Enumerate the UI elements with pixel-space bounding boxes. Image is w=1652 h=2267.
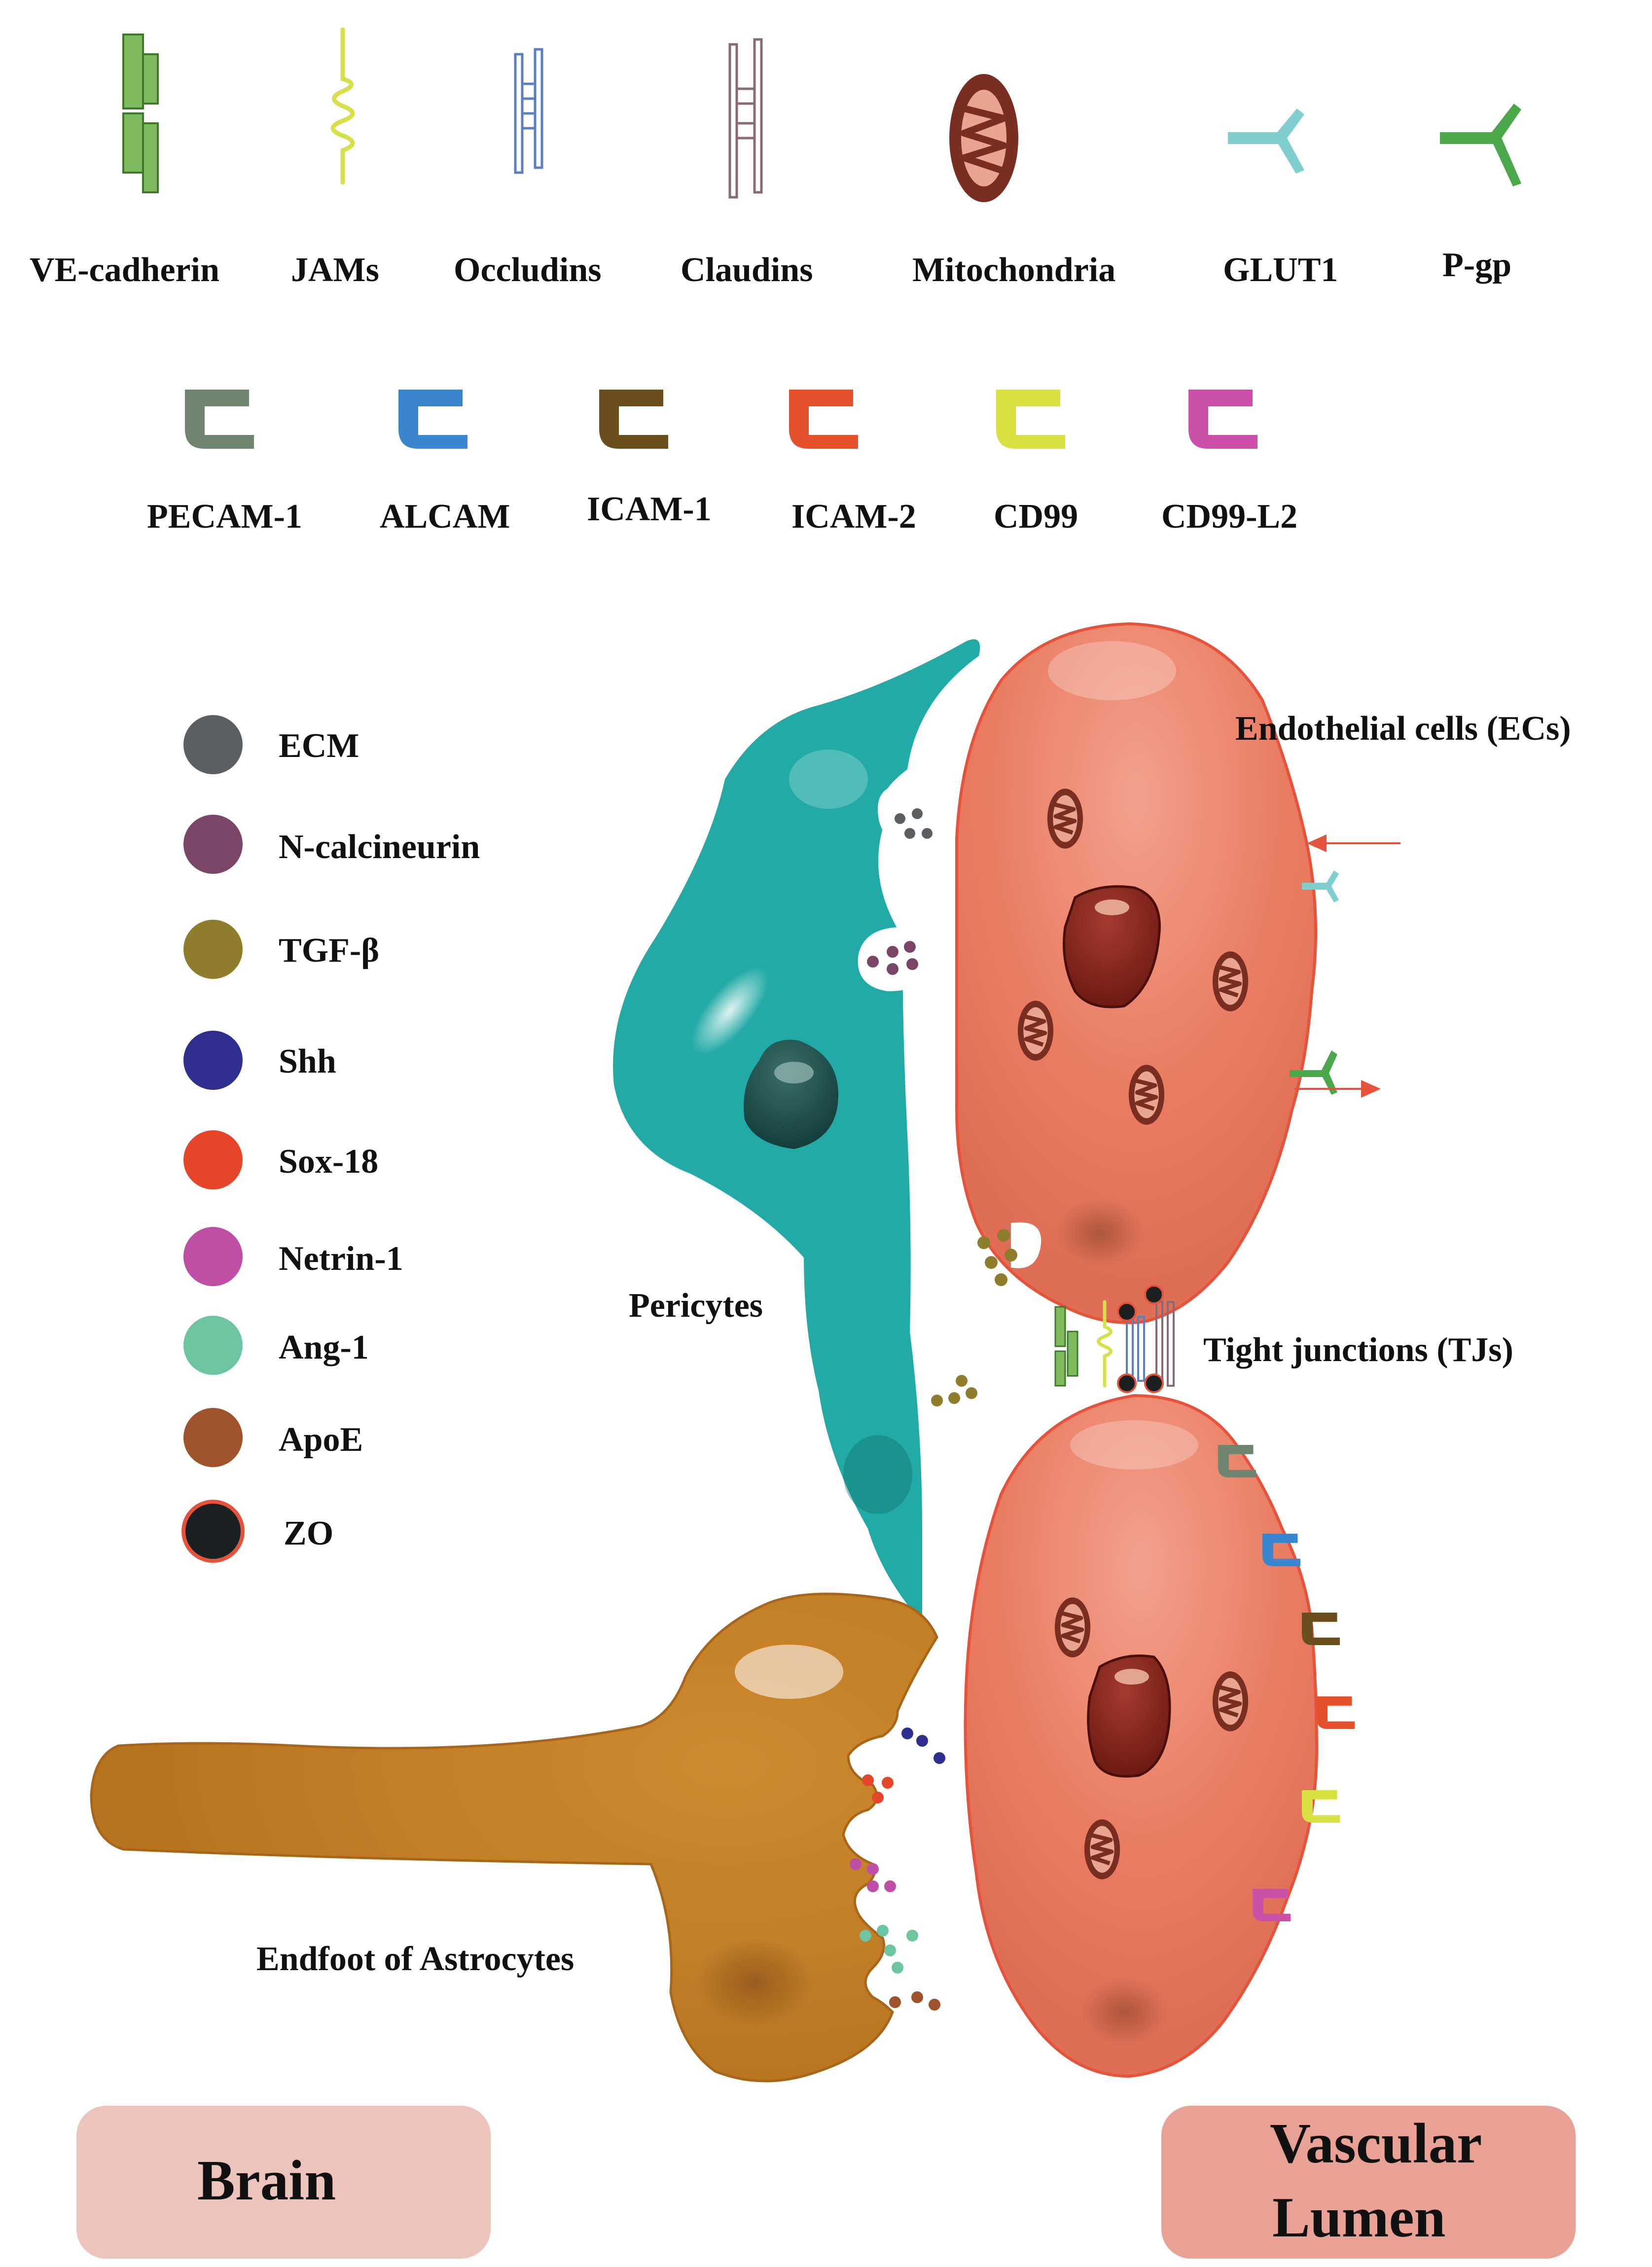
- endothelial-cell-upper: [955, 622, 1401, 1324]
- glut1-transporter: [1302, 870, 1339, 902]
- legend-label: Occludins: [454, 251, 602, 289]
- legend-label: GLUT1: [1223, 251, 1338, 289]
- pericyte-cell: [613, 639, 980, 1622]
- mitochondrion: [1129, 1065, 1164, 1125]
- mitochondrion: [1018, 1001, 1053, 1061]
- ec-nucleus: [1087, 1655, 1171, 1778]
- zo-protein: [1117, 1302, 1137, 1322]
- legend-label: PECAM-1: [147, 498, 302, 536]
- astrocyte-endfoot: [90, 1592, 945, 2083]
- pecam1-icon: [185, 390, 254, 449]
- legend-label: Netrin-1: [279, 1240, 403, 1278]
- cd99-icon: [996, 390, 1065, 449]
- zo-swatch: [181, 1500, 245, 1563]
- mitochondrion: [1084, 1819, 1120, 1879]
- legend-label: Shh: [279, 1043, 336, 1080]
- ec-nucleus: [1063, 885, 1161, 1008]
- pgp-icon: [1440, 104, 1521, 186]
- claudins-icon: [728, 38, 763, 199]
- legend-label: Claudins: [681, 251, 813, 289]
- occludins-icon: [514, 48, 543, 174]
- pericyte-nucleus: [744, 1040, 838, 1149]
- legend-label: ZO: [284, 1514, 333, 1552]
- cd99l2-icon: [1188, 390, 1257, 449]
- astrocytes-label: Endfoot of Astrocytes: [256, 1940, 574, 1978]
- mitochondria-icon: [949, 74, 1018, 202]
- legend-label: CD99-L2: [1161, 498, 1297, 536]
- glut1-icon: [1228, 108, 1304, 174]
- legend-label: VE-cadherin: [30, 251, 219, 289]
- legend-label: P-gp: [1442, 246, 1511, 284]
- icam2-icon: [789, 390, 858, 449]
- zo-protein: [1117, 1373, 1137, 1393]
- pgp-transporter: [1290, 1050, 1337, 1095]
- icon-legend-row1: [122, 27, 1521, 202]
- legend-label: ICAM-2: [791, 498, 916, 536]
- vascular-lumen-box: Vascular Lumen: [1161, 2106, 1576, 2259]
- icon-legend-row1-labels: VE-cadherin JAMs Occludins Claudins Mito…: [30, 246, 1511, 289]
- tight-junctions-label: Tight junctions (TJs): [1203, 1331, 1513, 1369]
- shh-swatch: [183, 1031, 243, 1090]
- netrin1-swatch: [183, 1227, 243, 1286]
- mitochondrion: [1055, 1597, 1090, 1657]
- legend-label: Sox-18: [279, 1143, 378, 1181]
- legend-label: Mitochondria: [912, 251, 1115, 289]
- pericytes-label: Pericytes: [629, 1287, 763, 1325]
- endothelial-cells-label: Endothelial cells (ECs): [1235, 710, 1571, 748]
- alcam-icon: [398, 390, 467, 449]
- cd99-receptor: [1302, 1790, 1340, 1823]
- apoe-swatch: [183, 1408, 243, 1467]
- zo-protein: [1144, 1373, 1164, 1393]
- legend-label: ICAM-1: [587, 490, 712, 528]
- icam1-receptor: [1302, 1613, 1340, 1645]
- icon-legend-row2-labels: PECAM-1 ALCAM ICAM-1 ICAM-2 CD99 CD99-L2: [147, 490, 1297, 536]
- icam1-icon: [599, 390, 668, 449]
- brain-label: Brain: [197, 2149, 336, 2212]
- legend-label: JAMs: [291, 251, 379, 289]
- mitochondrion: [1213, 1671, 1248, 1731]
- legend-label: ALCAM: [380, 498, 510, 536]
- icon-legend-row2: [185, 390, 1257, 449]
- mitochondrion: [1047, 789, 1083, 849]
- legend-label: N-calcineurin: [279, 828, 480, 866]
- icam2-receptor: [1317, 1696, 1355, 1729]
- mitochondrion: [1213, 951, 1248, 1011]
- legend-label: CD99: [994, 498, 1078, 536]
- tight-junction-complex: [1054, 1285, 1175, 1393]
- molecule-legend-labels: ECM N-calcineurin TGF-β Shh Sox-18 Netri…: [279, 727, 480, 1552]
- molecule-legend: [181, 715, 245, 1563]
- legend-label: ECM: [279, 727, 359, 765]
- sox18-swatch: [183, 1130, 243, 1189]
- vascular-label: Vascular: [1270, 2112, 1482, 2175]
- legend-label: TGF-β: [279, 932, 379, 970]
- ecm-swatch: [183, 715, 243, 774]
- n-calcineurin-swatch: [183, 815, 243, 874]
- arrow-in-icon: [1307, 834, 1327, 852]
- legend-label: Ang-1: [279, 1329, 369, 1367]
- lumen-label: Lumen: [1272, 2186, 1445, 2249]
- zo-protein: [1144, 1285, 1164, 1304]
- ve-cadherin-icon: [122, 34, 159, 193]
- arrow-out-icon: [1361, 1080, 1381, 1098]
- ang1-swatch: [183, 1316, 243, 1375]
- jams-icon: [330, 27, 355, 185]
- tgf-beta-swatch: [183, 920, 243, 979]
- legend-label: ApoE: [279, 1421, 363, 1459]
- brain-region-box: Brain: [76, 2106, 491, 2259]
- endothelial-cell-lower: [964, 1394, 1355, 2078]
